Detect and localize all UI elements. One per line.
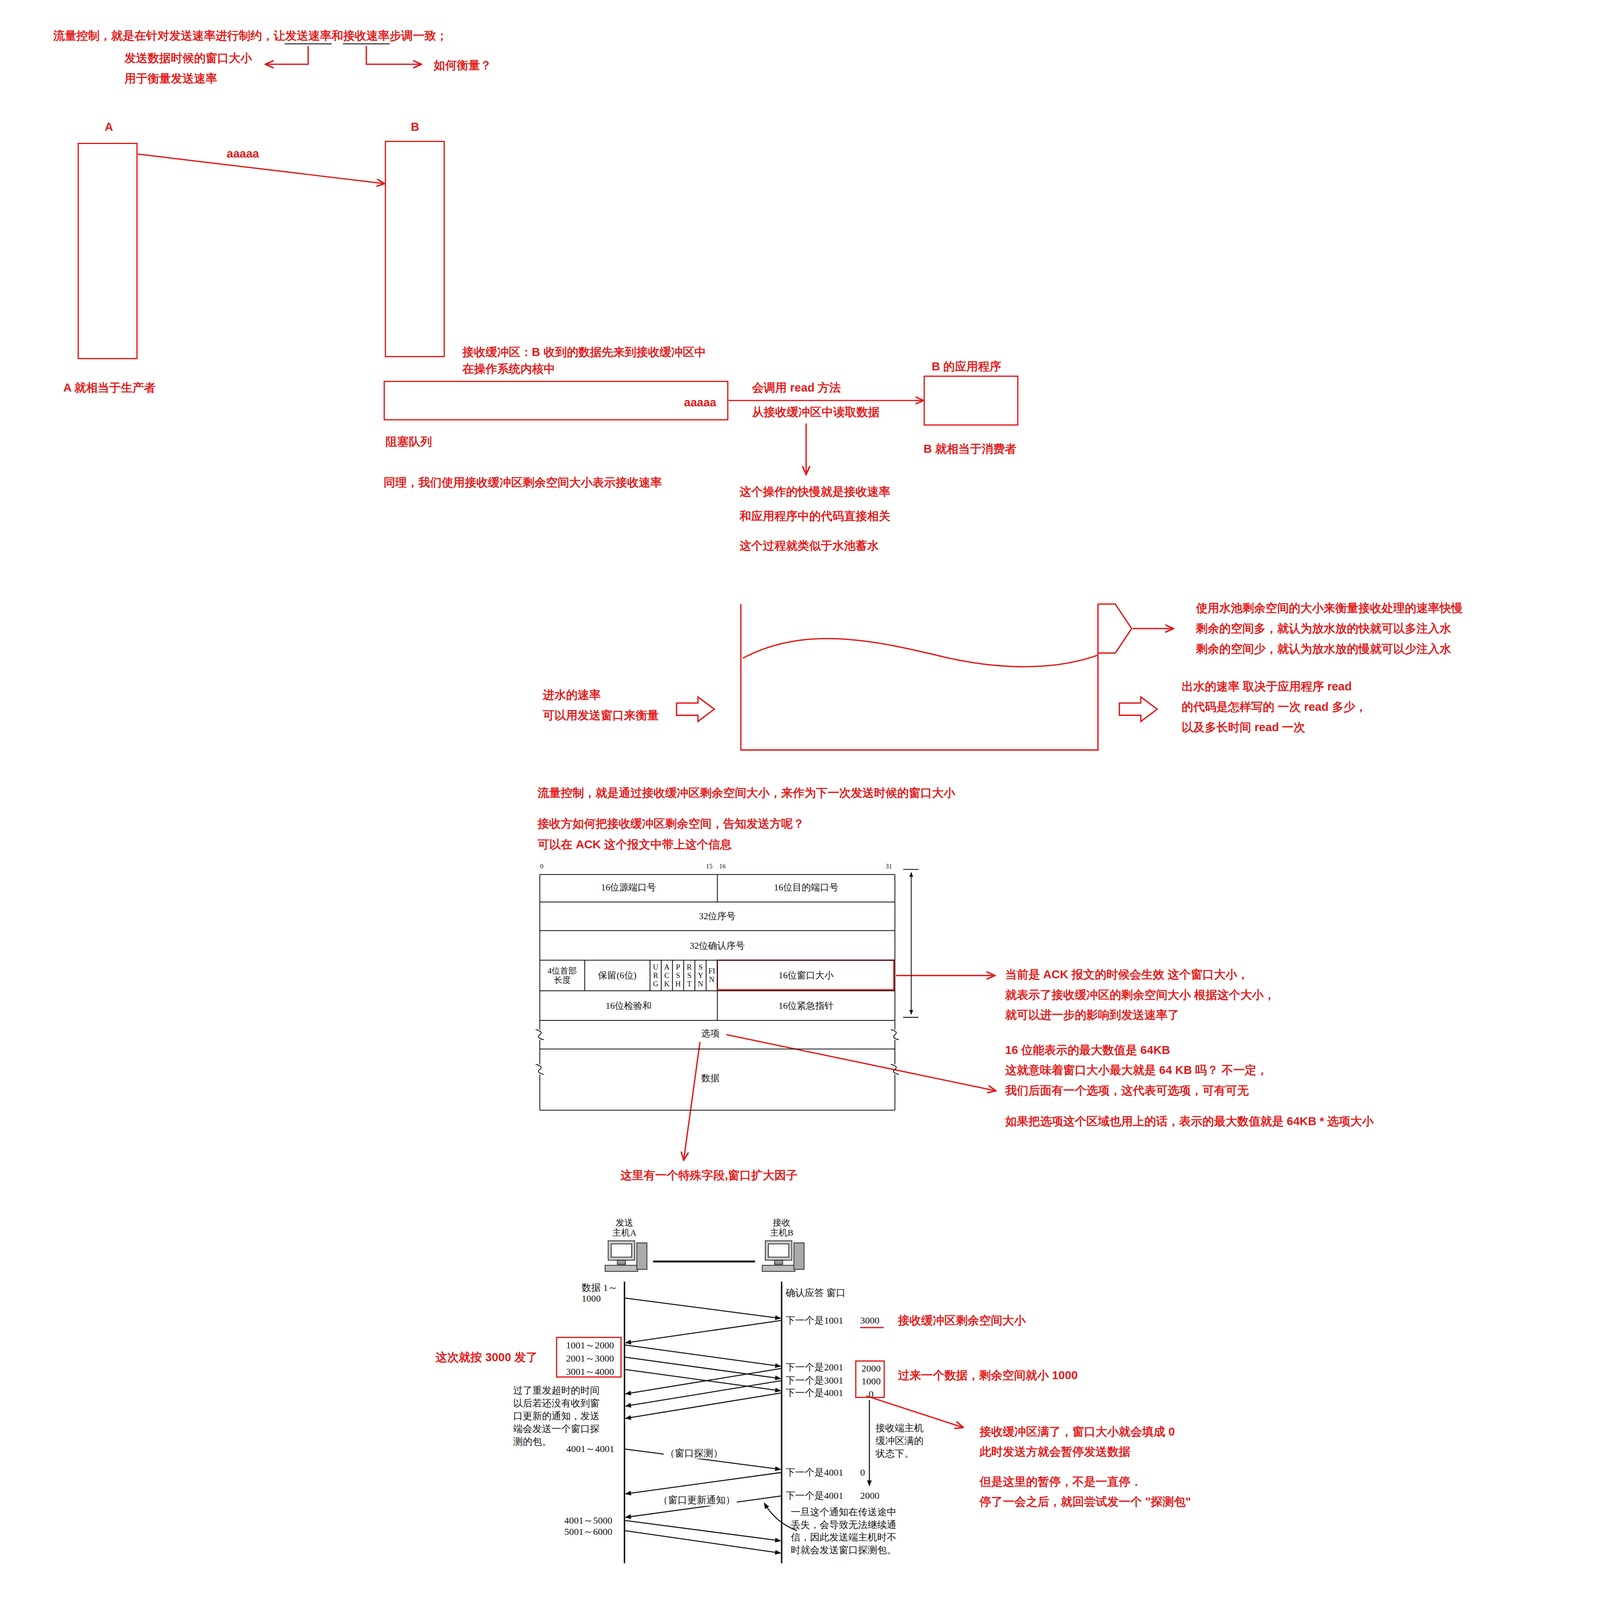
diagram-text: 16位源端口号 — [600, 882, 656, 894]
diagram-text: PSH — [674, 962, 682, 988]
node-text: 发送 主机A — [611, 1217, 638, 1238]
node-text: 1000 — [861, 1375, 881, 1388]
node-text: A — [104, 118, 114, 135]
diagram-text: 16位检验和 — [605, 1000, 652, 1012]
annotation-text: 使用水池剩余空间的大小来衡量接收处理的速率快慢 剩余的空间多，就认为放水放的快就… — [1196, 598, 1470, 659]
annotation-text: 发送数据时候的窗口大小 用于衡量发送速率 — [124, 48, 259, 89]
node-text: B 的应用程序 — [931, 358, 1002, 375]
annotation-text: 会调用 read 方法 — [752, 379, 841, 396]
node-text: aaaaa — [684, 394, 717, 411]
annotation-text: 同理，我们使用接收缓冲区剩余空间大小表示接收速率 — [383, 474, 662, 491]
annotation-text: 接收缓冲区满了，窗口大小就会填成 0 此时发送方就会暂停发送数据 — [979, 1421, 1184, 1463]
node-text: 0 — [868, 1388, 874, 1400]
annotation-text: 流量控制，就是通过接收缓冲区剩余空间大小，来作为下一次发送时候的窗口大小 — [537, 784, 956, 802]
red-box: 200010000 — [855, 1360, 885, 1398]
diagram-text: 数据 — [701, 1073, 720, 1085]
annotation-text: 接收缓冲区：B 收到的数据先来到接收缓冲区中 在操作系统内核中 — [462, 343, 736, 378]
annotation-text: 阻塞队列 — [385, 433, 432, 450]
node-text: 3001～4000 — [566, 1366, 614, 1378]
diagram-text: 16位窗口大小 — [778, 970, 834, 982]
connector — [728, 400, 924, 402]
diagram-text: 32位序号 — [698, 910, 736, 922]
diagram-text: 3000 — [860, 1314, 880, 1327]
annotation-text: 这里有一个特殊字段,窗口扩大因子 — [620, 1167, 798, 1184]
annotation-text: 进水的速率 可以用发送窗口来衡量 — [542, 684, 666, 726]
diagram-text: 保留(6位) — [598, 970, 637, 982]
annotation-text: 流量控制，就是在针对发送速率进行制约，让发送速率和接收速率步调一致； — [53, 27, 448, 44]
node-text: B — [410, 118, 420, 135]
diagram-text: 5001～6000 — [564, 1526, 613, 1538]
diagram-text: 一旦这个通知在传送途中 丢失，会导致无法继续通 信，因此发送端主机时不 时就会发… — [790, 1506, 901, 1558]
connector — [137, 154, 385, 184]
annotation-text: 但是这里的暂停，不是一直停． 停了一会之后，就回尝试发一个 "探测包" — [979, 1471, 1198, 1513]
annotation-text: 当前是 ACK 报文的时候会生效 这个窗口大小，就表示了接收缓冲区的剩余空间大小… — [1005, 964, 1282, 1026]
diagram-text: （窗口更新通知） — [656, 1494, 737, 1506]
diagram-text: URG — [652, 962, 660, 988]
diagram-text: 32位确认序号 — [689, 940, 745, 952]
diagram-text: 确认应答 窗口 — [785, 1287, 846, 1299]
diagram-text: 16位紧急指针 — [778, 1000, 834, 1012]
annotation-text: 这个过程就类似于水池蓄水 — [739, 537, 879, 554]
annotation-text: 如何衡量？ — [433, 57, 492, 74]
red-box: B 的应用程序 — [923, 375, 1019, 426]
connector — [653, 1260, 756, 1263]
edge-label: aaaaa — [226, 145, 260, 162]
diagram-text: 4001～5000 — [564, 1514, 613, 1527]
node-text: 1001～2000 — [566, 1339, 614, 1351]
diagram-text: 2000 — [860, 1490, 880, 1502]
red-box: B — [384, 140, 446, 358]
diagram-text: FIN — [708, 967, 716, 984]
diagram-text: 接收端主机 缓冲区满的 状态下。 — [875, 1422, 930, 1461]
underline — [284, 43, 390, 45]
diagram-text: 数据 1～1000 — [581, 1282, 622, 1305]
annotation-text: 接收方如何把接收缓冲区剩余空间，告知发送方呢？ 可以在 ACK 这个报文中带上这… — [537, 813, 816, 855]
diagram-text: （窗口探测） — [663, 1447, 725, 1459]
diagram-text: 下一个是1001 — [785, 1314, 844, 1327]
annotation-text: 过来一个数据，剩余空间就小 1000 — [898, 1367, 1078, 1384]
diagram-text: 31 — [885, 862, 892, 870]
tcp-header-grid — [535, 869, 919, 1110]
node-text: 接收 主机B — [768, 1217, 795, 1238]
diagram-text: 下一个是3001 — [785, 1374, 844, 1387]
node-text: 2001～3000 — [566, 1352, 614, 1364]
annotation-text: 这个操作的快慢就是接收速率 和应用程序中的代码直接相关 — [739, 479, 898, 529]
host-node: 发送 主机A — [596, 1214, 653, 1284]
diagram-text: ACK — [663, 962, 671, 988]
diagram-text: 过了重发超时的时间 以后若还没有收到窗 口更新的通知，发送 端会发送一个窗口探 … — [513, 1384, 604, 1449]
diagram-text: 下一个是4001 — [785, 1387, 844, 1399]
diagram-text: 0 — [540, 862, 544, 870]
diagram-text: 下一个是4001 — [785, 1466, 844, 1479]
red-box: aaaaa — [383, 380, 729, 421]
annotation-text: A 就相当于生产者 — [63, 379, 156, 396]
annotation-text: 如果把选项这个区域也用上的话，表示的最大数值就是 64KB * 选项大小 — [1005, 1113, 1374, 1130]
red-annotation — [265, 46, 1174, 1428]
red-box: A — [77, 142, 138, 360]
diagram-text: 下一个是4001 — [785, 1490, 844, 1502]
annotation-text: 16 位能表示的最大数值是 64KB 这就意味着窗口大小最大就是 64 KB 吗… — [1005, 1040, 1305, 1101]
red-box: 1001～20002001～3000 3001～4000 — [556, 1336, 622, 1378]
diagram-text: 0 — [860, 1466, 866, 1479]
diagram-text: 下一个是2001 — [785, 1361, 844, 1374]
annotation-text: 这次就按 3000 发了 — [435, 1349, 538, 1366]
diagram-text: 16位目的端口号 — [774, 882, 839, 894]
annotation-text: 出水的速率 取决于应用程序 read 的代码是怎样写的 一次 read 多少，以… — [1181, 676, 1405, 738]
host-node: 接收 主机B — [755, 1214, 812, 1284]
diagram-text: 4位首部 长度 — [544, 966, 580, 985]
annotation-text: B 就相当于消费者 — [923, 440, 1017, 458]
node-text: 2000 — [861, 1362, 881, 1375]
annotation-text: 从接收缓冲区中读取数据 — [752, 404, 880, 421]
annotation-text: 接收缓冲区剩余空间大小 — [898, 1312, 1026, 1329]
diagram-text: 16 — [719, 862, 726, 870]
diagram-text: 4001～4001 — [566, 1443, 615, 1455]
computer-icon — [605, 1240, 804, 1272]
diagram-text: 15 — [706, 862, 713, 870]
diagram-text: 选项 — [701, 1028, 720, 1040]
diagram-text: RST — [685, 962, 694, 988]
diagram-text: SYN — [696, 962, 705, 988]
